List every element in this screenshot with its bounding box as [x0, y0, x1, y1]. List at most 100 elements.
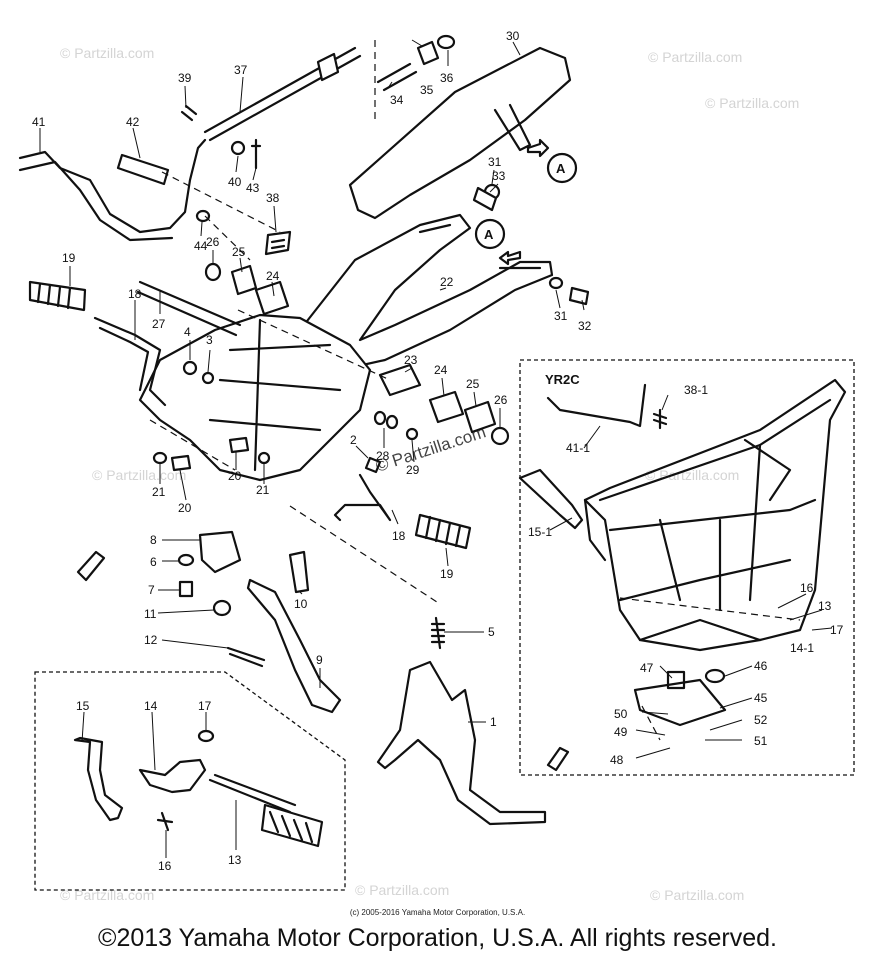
label-39: 39	[178, 71, 192, 85]
label-5: 5	[488, 625, 495, 639]
leader-lines	[39, 39, 833, 858]
footrest-inset-box	[34, 671, 346, 891]
copyright-notice: ©2013 Yamaha Motor Corporation, U.S.A. A…	[98, 924, 777, 952]
assembly-line	[619, 597, 801, 621]
grommet-46	[704, 668, 726, 684]
engine-mount-detail	[208, 318, 342, 472]
marker-a2: A	[484, 227, 494, 242]
washer-6	[177, 553, 195, 567]
label-33: 33	[492, 169, 506, 183]
spring-12	[226, 646, 266, 668]
washer-31b	[548, 276, 564, 290]
label-20: 20	[228, 469, 242, 483]
label-26: 26	[206, 235, 220, 249]
watermark: © Partzilla.com	[355, 882, 449, 898]
bolt-39	[180, 104, 198, 122]
part-labels: 41 42 39 37 40 43 38 44 26 25 24 19 18 2…	[32, 29, 844, 873]
watermark: © Partzilla.com	[92, 467, 186, 483]
watermark: © Partzilla.com	[650, 887, 744, 903]
label-25: 25	[232, 245, 246, 259]
label-45: 45	[754, 691, 768, 705]
stand-bar-41-lower	[18, 160, 174, 242]
label-17: 17	[198, 699, 212, 713]
label-21: 21	[152, 485, 166, 499]
label-17b: 17	[830, 623, 844, 637]
chain-guard-30	[348, 46, 572, 220]
label-28: 28	[376, 449, 390, 463]
label-13b: 13	[818, 599, 832, 613]
bracket-8	[198, 530, 242, 574]
footrest-rubber-19b-ribs	[424, 515, 462, 548]
bushing-23	[378, 363, 422, 397]
label-24: 24	[266, 269, 280, 283]
nut-11	[212, 599, 232, 617]
bolt-33	[472, 186, 498, 212]
label-47: 47	[640, 661, 654, 675]
spring-38-1	[652, 408, 668, 430]
label-36: 36	[440, 71, 454, 85]
label-24b: 24	[434, 363, 448, 377]
collar-25	[230, 264, 258, 296]
label-19b: 19	[440, 567, 454, 581]
bracket-47	[666, 670, 686, 690]
label-41: 41	[32, 115, 46, 129]
ring-28a	[373, 410, 387, 426]
nut-44	[195, 209, 211, 223]
watermark: © Partzilla.com	[648, 49, 742, 65]
label-19: 19	[62, 251, 76, 265]
label-15-1: 15-1	[528, 525, 552, 539]
pivot-bolt-42	[116, 153, 170, 186]
arrow-from-a	[498, 250, 522, 266]
label-31b: 31	[554, 309, 568, 323]
label-16: 16	[158, 859, 172, 873]
marker-a: A	[556, 161, 566, 176]
frame-assembly	[583, 378, 847, 652]
label-2: 2	[350, 433, 357, 447]
label-50: 50	[614, 707, 628, 721]
center-stand-1	[376, 660, 547, 826]
label-30: 30	[506, 29, 520, 43]
label-37: 37	[234, 63, 248, 77]
footrest-rubber-19b	[414, 513, 472, 550]
label-11: 11	[144, 607, 157, 621]
spring-34	[376, 62, 418, 92]
side-stand-9	[246, 578, 342, 714]
footrest-rubber-19	[28, 280, 87, 312]
label-29: 29	[406, 463, 420, 477]
bolt-20b	[170, 454, 192, 472]
label-27: 27	[152, 317, 166, 331]
label-13: 13	[228, 853, 242, 867]
stand-bar-41-1	[546, 383, 647, 428]
label-4: 4	[184, 325, 191, 339]
label-40: 40	[228, 175, 242, 189]
washer-21b	[257, 451, 271, 465]
label-41-1: 41-1	[566, 441, 590, 455]
footrest-bar-18b	[333, 473, 392, 522]
bushing-24b	[428, 390, 465, 424]
part-arrow	[76, 550, 106, 582]
label-21b: 21	[256, 483, 270, 497]
pin-43	[250, 138, 262, 170]
assembly-line	[641, 705, 661, 741]
footrest-15-1	[518, 468, 584, 530]
watermark: © Partzilla.com	[645, 467, 739, 483]
bolt-32	[568, 286, 590, 306]
label-23: 23	[404, 353, 418, 367]
ring-28b	[385, 414, 399, 430]
label-26b: 26	[494, 393, 508, 407]
marker-a2-circle	[474, 218, 506, 250]
label-yr2c: YR2C	[545, 372, 580, 387]
label-38-1: 38-1	[684, 383, 708, 397]
washer-21	[152, 451, 168, 465]
label-42: 42	[126, 115, 140, 129]
label-18: 18	[128, 287, 142, 301]
shaft-2	[364, 456, 382, 474]
marker-a-circle	[546, 152, 578, 184]
label-25b: 25	[466, 377, 480, 391]
label-43: 43	[246, 181, 260, 195]
label-15: 15	[76, 699, 90, 713]
assembly-line	[149, 419, 236, 471]
bolt-20	[228, 436, 250, 454]
label-32: 32	[578, 319, 592, 333]
footrest-rubber-ribs	[36, 282, 72, 310]
